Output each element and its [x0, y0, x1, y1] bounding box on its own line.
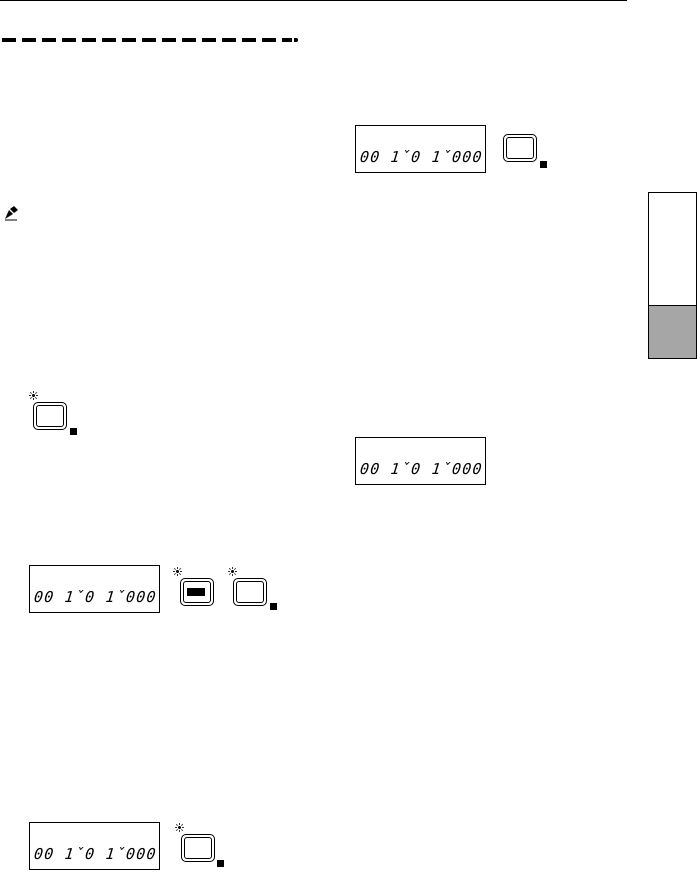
lcd-readout: 00 1ˇ0 1ˇ000	[33, 845, 158, 863]
button-marker-square	[217, 860, 224, 867]
lcd-display-right-mid: 00 1ˇ0 1ˇ000	[355, 437, 486, 485]
section-dashed-rule-end	[294, 38, 298, 42]
led-indicator-icon	[173, 567, 182, 576]
push-button-left-mid[interactable]	[233, 578, 267, 606]
push-button-active[interactable]	[180, 578, 214, 606]
lcd-display-left-mid: 00 1ˇ0 1ˇ000	[29, 565, 160, 613]
lcd-readout: 00 1ˇ0 1ˇ000	[359, 148, 484, 166]
led-indicator-icon	[29, 391, 38, 400]
led-indicator-icon	[175, 823, 184, 832]
lcd-display-left-bottom: 00 1ˇ0 1ˇ000	[29, 822, 160, 870]
button-marker-square	[270, 603, 277, 610]
button-active-bar	[187, 588, 205, 596]
pencil-note-icon	[5, 206, 18, 221]
side-thumb-tab-active	[648, 305, 697, 359]
lcd-display-right-top: 00 1ˇ0 1ˇ000	[355, 125, 486, 173]
section-dashed-rule	[2, 38, 292, 42]
lcd-readout: 00 1ˇ0 1ˇ000	[359, 460, 484, 478]
button-marker-square	[70, 428, 77, 435]
led-indicator-icon	[228, 567, 237, 576]
push-button-left-bottom[interactable]	[181, 834, 215, 862]
page-top-rule	[0, 0, 627, 1]
lcd-readout: 00 1ˇ0 1ˇ000	[33, 588, 158, 606]
push-button-left-standalone[interactable]	[33, 402, 67, 430]
push-button-right-top[interactable]	[503, 134, 537, 162]
button-marker-square	[540, 161, 547, 168]
